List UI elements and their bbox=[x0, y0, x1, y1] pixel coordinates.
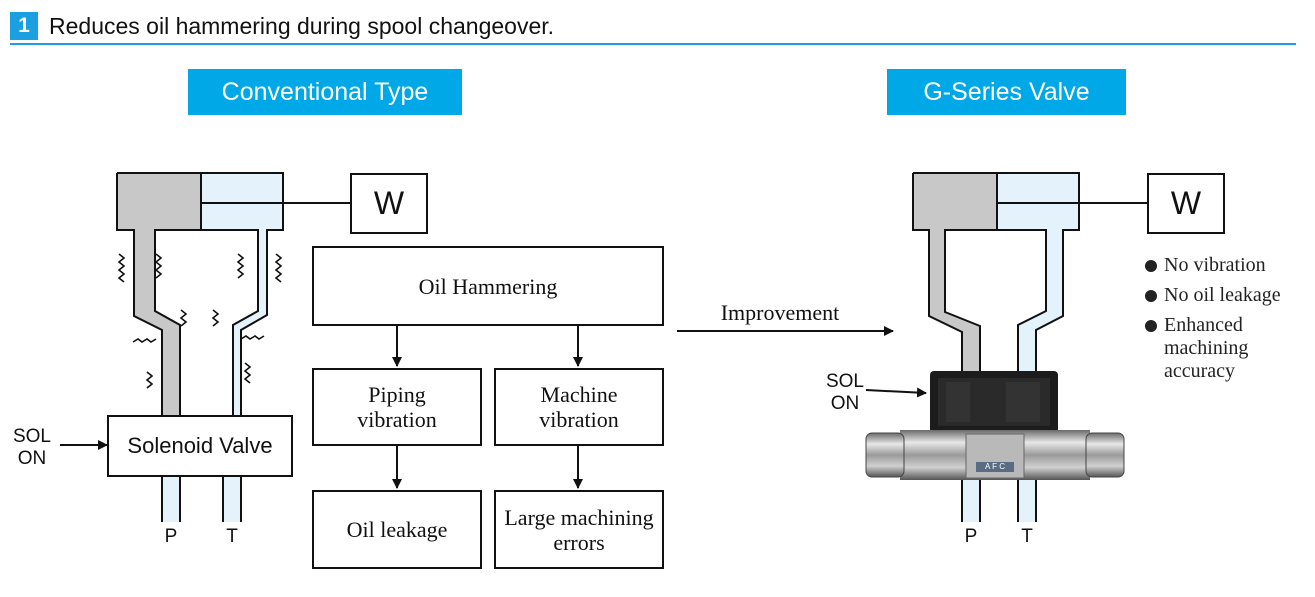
conventional-cylinder bbox=[60, 172, 350, 522]
machining-errors-box: Large machining errors bbox=[494, 490, 664, 569]
section-title: Reduces oil hammering during spool chang… bbox=[49, 13, 555, 39]
g-series-cylinder bbox=[865, 172, 1147, 522]
g-series-valve-image bbox=[865, 371, 1125, 480]
port-p-label-conventional: P bbox=[164, 526, 178, 547]
port-t-label-g-series: T bbox=[1021, 526, 1033, 547]
oil-leakage-box: Oil leakage bbox=[312, 490, 482, 569]
benefit-list: No vibration No oil leakage Enhanced mac… bbox=[1144, 254, 1309, 390]
g-series-label: G-Series Valve bbox=[887, 69, 1126, 115]
port-t-label-conventional: T bbox=[226, 526, 238, 547]
oil-hammering-box: Oil Hammering bbox=[312, 246, 664, 326]
weight-box-conventional: W bbox=[350, 173, 428, 234]
valve-nameplate: A F C bbox=[984, 462, 1005, 471]
port-p-label-g-series: P bbox=[964, 526, 978, 547]
conventional-type-label: Conventional Type bbox=[188, 69, 462, 115]
machine-vibration-box: Machine vibration bbox=[494, 368, 664, 446]
weight-box-g-series: W bbox=[1147, 173, 1225, 234]
benefit-item: Enhanced machining accuracy bbox=[1144, 314, 1309, 383]
benefit-item: No oil leakage bbox=[1144, 284, 1309, 307]
improvement-label: Improvement bbox=[720, 300, 840, 325]
section-header: 1 Reduces oil hammering during spool cha… bbox=[10, 12, 1296, 46]
sol-on-label-conventional: SOL ON bbox=[12, 426, 52, 469]
solenoid-valve-box: Solenoid Valve bbox=[107, 415, 293, 477]
benefit-item: No vibration bbox=[1144, 254, 1309, 277]
piping-vibration-box: Piping vibration bbox=[312, 368, 482, 446]
header-rule bbox=[10, 43, 1296, 45]
flow-arrows bbox=[392, 325, 894, 489]
section-number: 1 bbox=[10, 12, 38, 40]
sol-on-label-g-series: SOL ON bbox=[825, 371, 865, 414]
